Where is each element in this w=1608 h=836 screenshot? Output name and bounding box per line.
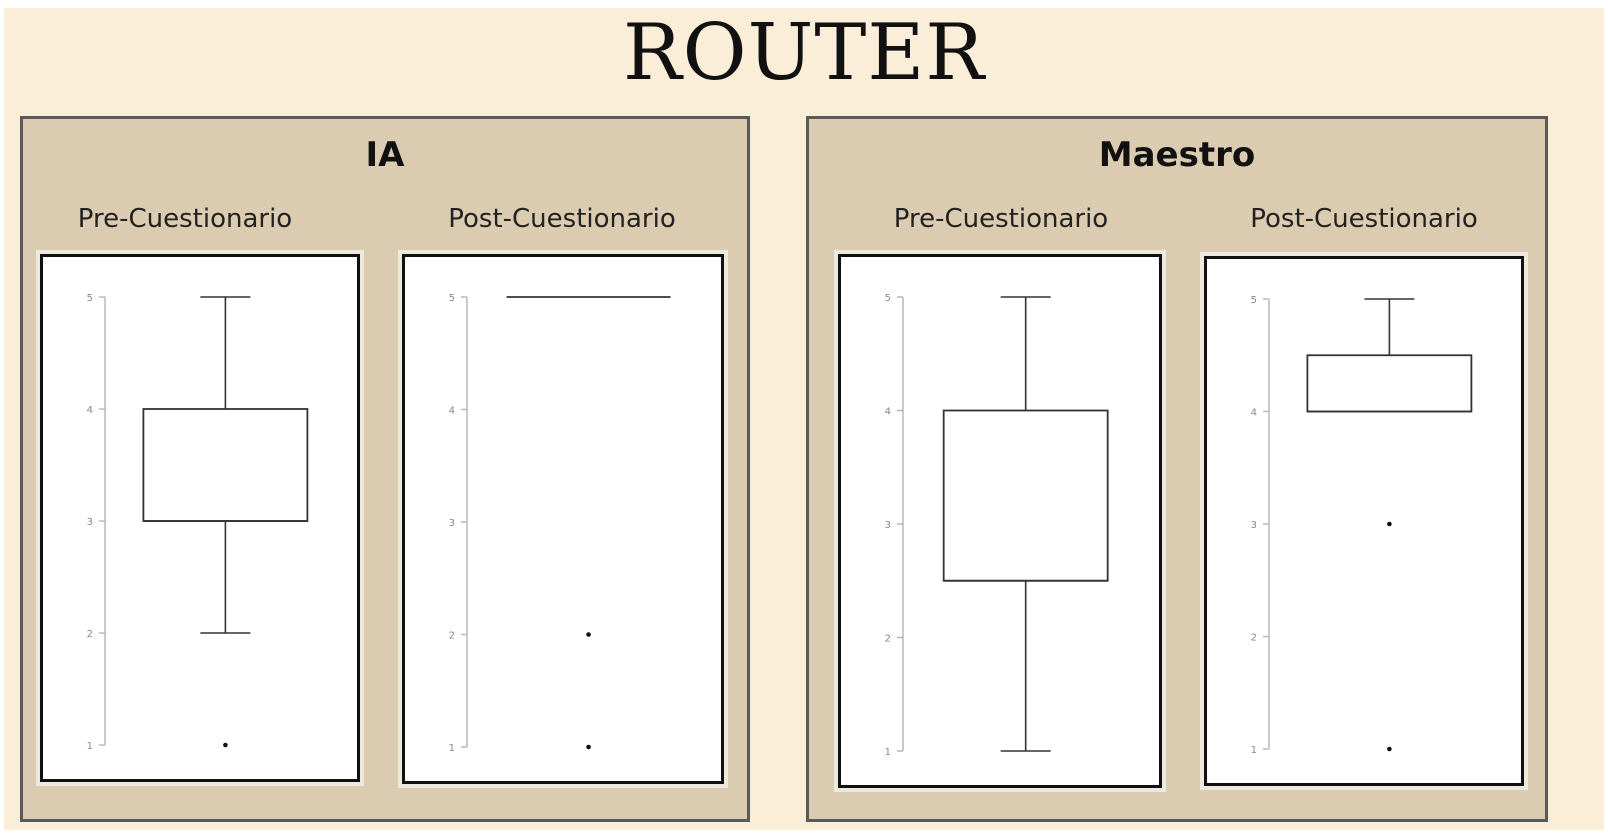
outlier-point	[586, 632, 591, 637]
y-tick-label: 2	[1251, 633, 1257, 644]
y-tick-label: 4	[885, 407, 891, 418]
y-tick-label: 5	[449, 293, 455, 304]
y-tick-label: 5	[1251, 295, 1257, 306]
y-tick-label: 1	[1251, 745, 1257, 756]
iqr-box	[142, 408, 309, 522]
boxplot-svg-ia-post: 1 2 3 4 5	[449, 293, 671, 754]
y-tick-label: 2	[87, 629, 93, 640]
plot-title-ia-post: Post-Cuestionario	[448, 204, 676, 234]
plot-title-maestro-pre: Pre-Cuestionario	[893, 204, 1109, 234]
y-tick-label: 2	[449, 631, 455, 642]
boxplot-ia-pre: 1 2 3 4 5	[40, 254, 360, 782]
y-tick-label: 4	[87, 405, 93, 416]
plot-title-maestro-post: Post-Cuestionario	[1250, 204, 1478, 234]
boxplot-svg-maestro-post: 1 2 3 4 5	[1251, 295, 1473, 756]
y-tick-label: 3	[449, 518, 455, 529]
boxplot-ia-post: 1 2 3 4 5	[402, 254, 724, 784]
iqr-box	[1306, 354, 1473, 413]
group-title-maestro: Maestro	[1098, 135, 1256, 175]
outlier-point	[1387, 746, 1392, 752]
y-tick-label: 5	[87, 293, 93, 304]
main-title: ROUTER	[622, 8, 986, 98]
plot-title-ia-pre: Pre-Cuestionario	[77, 204, 293, 234]
boxplot-svg-ia-pre: 1 2 3 4 5	[87, 293, 309, 752]
group-title-ia: IA	[365, 135, 405, 175]
y-tick-label: 3	[885, 520, 891, 531]
y-tick-label: 2	[885, 634, 891, 645]
y-tick-label: 1	[449, 743, 455, 754]
figure-canvas: ROUTER IA Maestro Pre-Cuestionario Post-…	[4, 8, 1604, 830]
boxplot-svg-maestro-pre: 1 2 3 4 5	[885, 293, 1109, 758]
outlier-point	[223, 742, 228, 748]
y-tick-label: 1	[885, 747, 891, 758]
y-tick-label: 4	[1251, 408, 1257, 419]
outlier-point	[1387, 521, 1392, 527]
outlier-point	[586, 744, 591, 750]
y-tick-label: 4	[449, 406, 455, 417]
y-tick-label: 3	[1251, 520, 1257, 531]
boxplot-maestro-pre: 1 2 3 4 5	[838, 254, 1162, 788]
y-tick-label: 5	[885, 293, 891, 304]
boxplot-maestro-post: 1 2 3 4 5	[1204, 256, 1524, 786]
y-tick-label: 3	[87, 517, 93, 528]
y-tick-label: 1	[87, 741, 93, 752]
iqr-box	[942, 409, 1109, 582]
